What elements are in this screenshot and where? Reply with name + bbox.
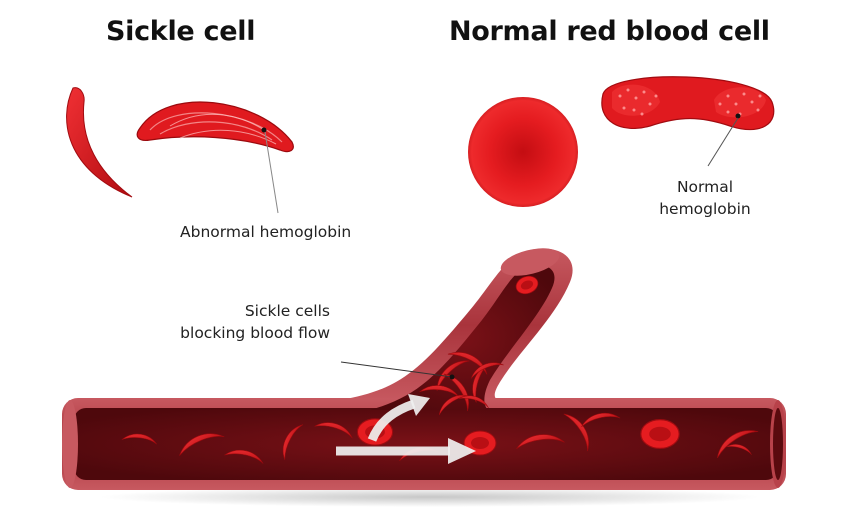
normal-cell-cross-section [601, 76, 775, 131]
abnormal-hemoglobin-pointer [264, 131, 279, 214]
vessel-shadow [100, 487, 760, 507]
normal-cell-round [468, 97, 578, 207]
blood-flow-arrows [336, 399, 450, 456]
normal-hemoglobin-pointer [707, 117, 739, 167]
arrow-heads [408, 394, 476, 464]
normal-hemoglobin-line2: hemoglobin [659, 200, 751, 218]
blocking-flow-label: Sickle cells blocking blood flow [130, 300, 330, 344]
blocking-pointer [340, 361, 453, 378]
normal-cell-title: Normal red blood cell [449, 16, 770, 47]
abnormal-hemoglobin-label: Abnormal hemoglobin [180, 223, 352, 241]
normal-hemoglobin-line1: Normal [676, 178, 734, 196]
blocking-flow-line1: Sickle cells [244, 302, 330, 320]
sickle-cell-cross-section [136, 101, 294, 153]
blocking-flow-line2: blocking blood flow [180, 324, 330, 342]
normal-hemoglobin-label: Normal hemoglobin [640, 176, 770, 220]
sickle-cell-title: Sickle cell [106, 16, 256, 47]
sickle-cell-crescent [66, 87, 133, 198]
